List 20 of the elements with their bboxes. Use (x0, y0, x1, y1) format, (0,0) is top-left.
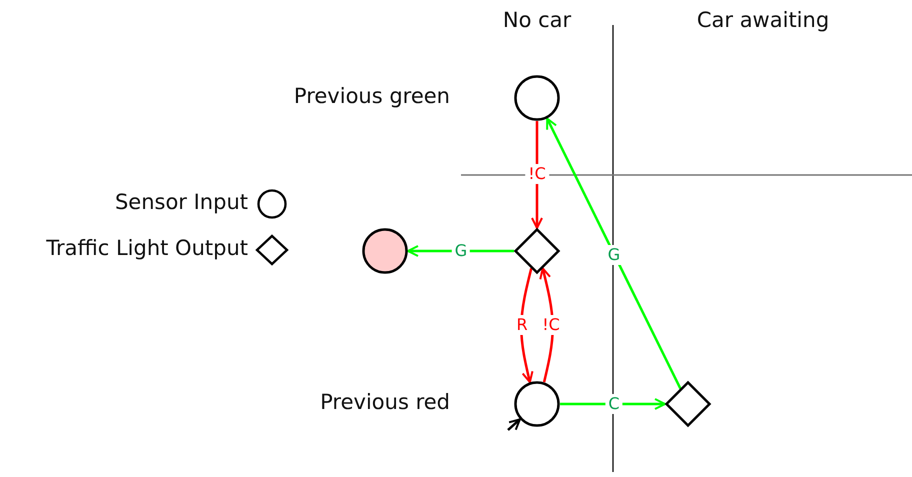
state-label: Previous red (320, 390, 450, 414)
legend-text: Traffic Light Output (46, 236, 248, 260)
edge-label: C (605, 394, 623, 414)
arrow (520, 268, 534, 384)
column-heading: No car (502, 8, 572, 32)
state-circle (514, 381, 560, 427)
arrow (539, 267, 554, 382)
arrow (531, 121, 543, 229)
output-diamond (665, 381, 711, 427)
arrow (546, 118, 682, 390)
state-circle (362, 228, 408, 274)
arrow (407, 245, 514, 257)
column-heading: Car awaiting (696, 8, 830, 32)
state-circle (514, 75, 560, 121)
state-label: Previous green (294, 84, 450, 108)
edge-label: !C (525, 164, 549, 184)
output-diamond (514, 228, 560, 274)
legend-text: Sensor Input (114, 190, 248, 214)
arrow (560, 398, 666, 410)
arrow (507, 418, 521, 431)
